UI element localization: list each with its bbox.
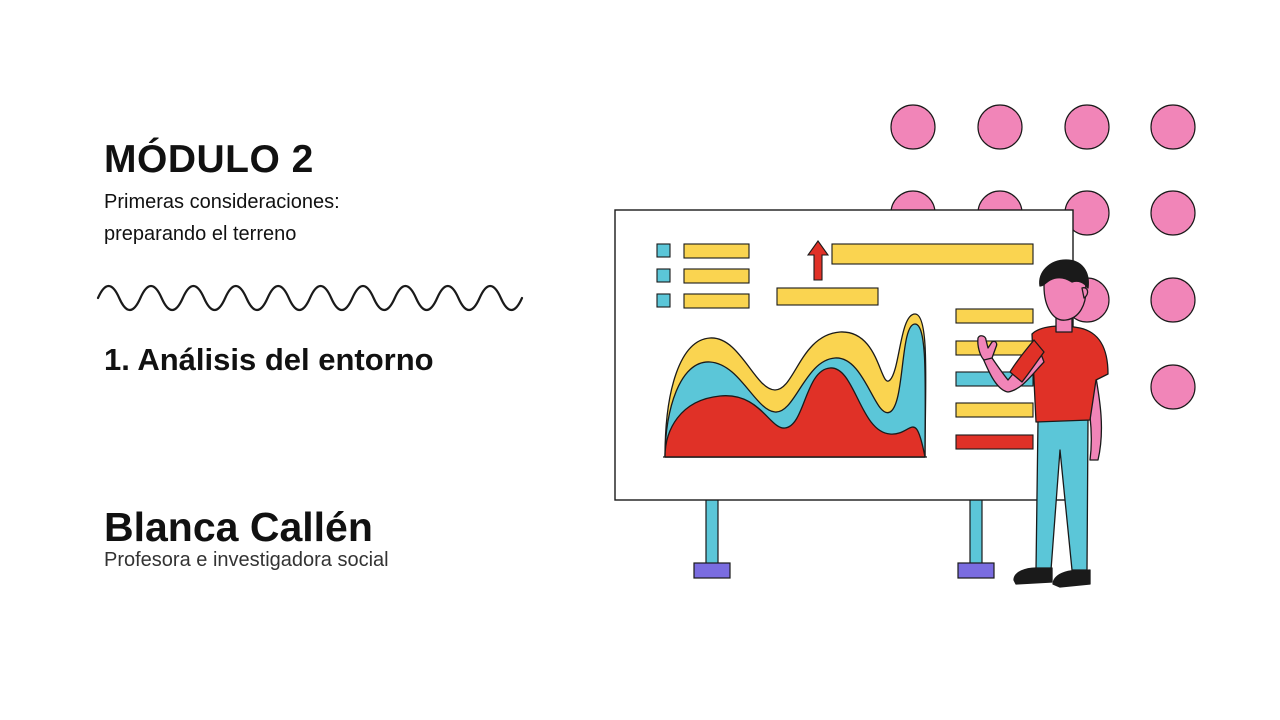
board-bar-top-mid bbox=[776, 287, 879, 306]
pink-dot bbox=[1150, 277, 1196, 323]
board-legend bbox=[656, 243, 750, 309]
pink-dot bbox=[977, 104, 1023, 150]
board-leg-right bbox=[969, 497, 983, 565]
pink-dot bbox=[1150, 364, 1196, 410]
pink-dot bbox=[1150, 190, 1196, 236]
module-title: MÓDULO 2 bbox=[104, 138, 314, 181]
stream-chart bbox=[663, 313, 927, 458]
arrow-up-icon bbox=[806, 240, 830, 281]
presenter-figure bbox=[977, 259, 1109, 588]
board-leg-left bbox=[705, 497, 719, 565]
author-name: Blanca Callén bbox=[104, 504, 373, 550]
presentation-illustration bbox=[614, 104, 1196, 588]
board-bar-top-long bbox=[831, 243, 1034, 265]
pink-dot bbox=[1150, 104, 1196, 150]
board-foot-right bbox=[957, 562, 995, 579]
board-foot-left bbox=[693, 562, 731, 579]
module-subtitle: Primeras consideraciones: preparando el … bbox=[104, 191, 340, 245]
pink-dot bbox=[1064, 104, 1110, 150]
section-title: 1. Análisis del entorno bbox=[104, 342, 434, 377]
author-role: Profesora e investigadora social bbox=[104, 549, 389, 571]
wave-divider bbox=[96, 284, 524, 312]
pink-dot bbox=[890, 104, 936, 150]
